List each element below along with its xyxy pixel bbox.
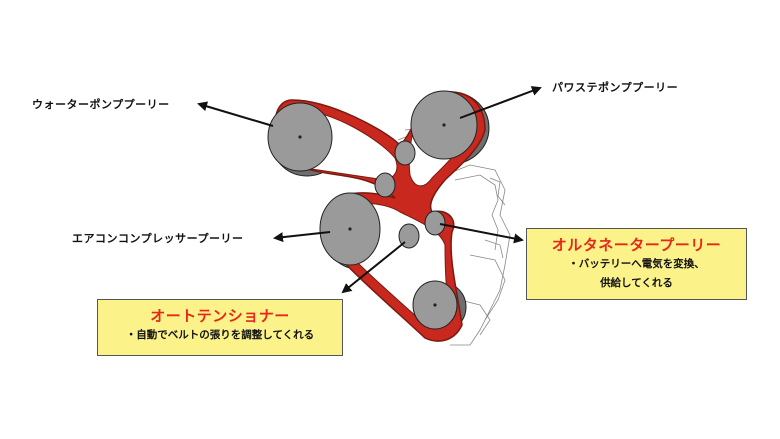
aircon-arrow (273, 231, 331, 243)
alternator-desc-line2: 供給してくれる (600, 277, 673, 289)
water-pump-label: ウォーターポンププーリー (32, 98, 170, 111)
alternator-title: オルタネータープーリー (551, 236, 722, 254)
water-pump-arrow (197, 101, 274, 127)
tensioner-callout: オートテンショナー ・自動でベルトの張りを調整してくれる (97, 299, 343, 356)
tensioner-title: オートテンショナー (150, 307, 290, 325)
alternator-callout: オルタネータープーリー ・バッテリーへ電気を変換、 供給してくれる (526, 228, 747, 300)
power-steering-label: パワステポンププーリー (552, 81, 679, 94)
aircon-label: エアコンコンプレッサープーリー (72, 232, 244, 245)
tensioner-arrow (341, 241, 406, 294)
leader-arrows (197, 86, 542, 294)
idler-pulley-middle (374, 172, 396, 198)
alternator-arrow (439, 223, 524, 244)
idler-pulley-upper (394, 140, 416, 166)
power-steering-arrow (459, 86, 542, 119)
alternator-desc-line1: ・バッテリーへ電気を変換、 (568, 258, 705, 270)
alternator-pulley (424, 210, 446, 236)
pulley-hubs (298, 123, 446, 307)
tensioner-desc: ・自動でベルトの張りを調整してくれる (125, 329, 315, 341)
